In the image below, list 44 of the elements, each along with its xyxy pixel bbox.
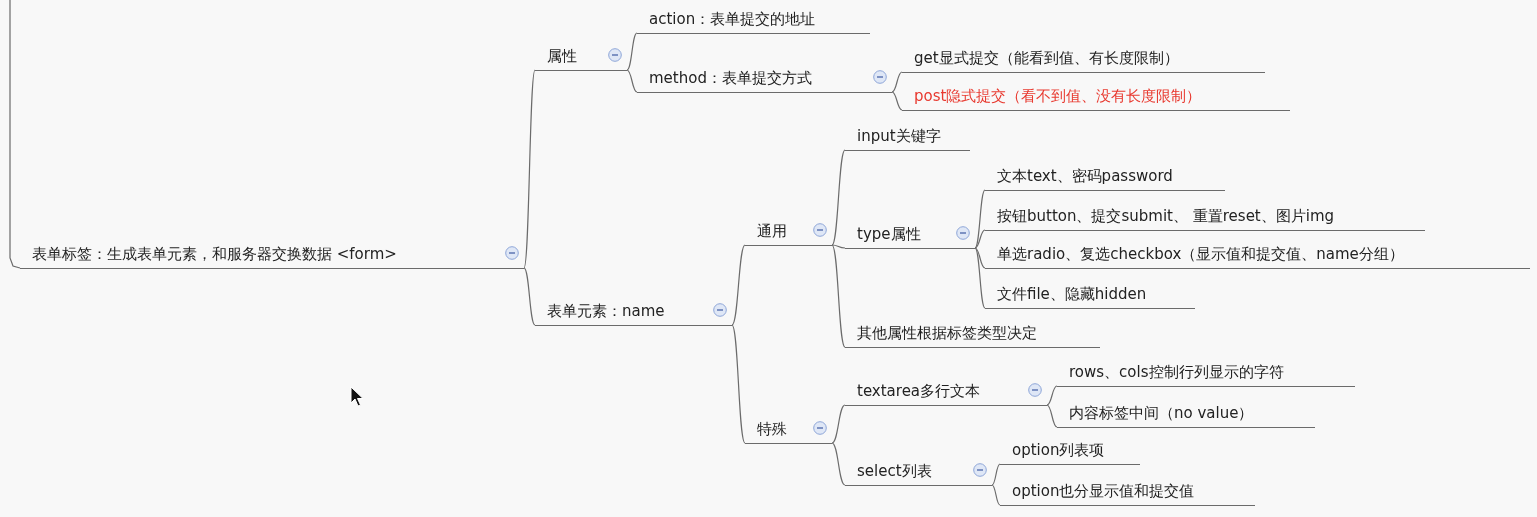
connector-line — [1046, 404, 1058, 428]
topic-text: 文本text、密码password — [997, 167, 1173, 185]
topic-text: option列表项 — [1012, 441, 1105, 459]
connector-line — [891, 71, 903, 93]
connector-line — [831, 244, 846, 249]
topic-text: post隐式提交（看不到值、没有长度限制） — [914, 87, 1202, 105]
connector-line — [891, 91, 903, 111]
connector-line — [831, 244, 846, 348]
topic-text: 表单元素：name — [547, 302, 665, 320]
connector-line — [974, 247, 986, 269]
connector-line — [831, 442, 846, 486]
topic-text: get显式提交（能看到值、有长度限制） — [914, 49, 1179, 67]
connector-line — [1046, 385, 1058, 406]
connector-line — [974, 189, 986, 249]
connector-line — [991, 463, 1001, 486]
topic-text: action：表单提交的地址 — [649, 10, 816, 28]
topic-text: 表单标签：生成表单元素，和服务器交换数据 <form> — [32, 245, 397, 263]
connector-line — [974, 229, 986, 249]
topic-text: select列表 — [857, 462, 932, 480]
topic-text: 属性 — [547, 47, 577, 65]
topic-text: input关键字 — [857, 127, 941, 145]
connector-line — [731, 324, 746, 444]
connector-line — [831, 404, 846, 444]
connector-line — [523, 267, 536, 326]
topic-text: 其他属性根据标签类型决定 — [857, 324, 1037, 342]
topic-text: type属性 — [857, 225, 921, 243]
topic-text: rows、cols控制行列显示的字符 — [1069, 363, 1284, 381]
connector-line — [831, 149, 846, 246]
topic-text: 特殊 — [757, 420, 787, 438]
topic-text: 通用 — [757, 222, 787, 240]
connector-line — [626, 32, 638, 71]
connector-line — [626, 69, 638, 93]
topic-text: 文件file、隐藏hidden — [997, 285, 1147, 303]
connector-line — [9, 0, 21, 269]
connector-line — [991, 484, 1001, 506]
topic-text: 内容标签中间（no value） — [1069, 404, 1254, 422]
topic-text: option也分显示值和提交值 — [1012, 482, 1195, 500]
connector-line — [974, 247, 986, 309]
connector-line — [523, 69, 536, 269]
topic-text: textarea多行文本 — [857, 382, 981, 400]
topic-text: 按钮button、提交submit、 重置reset、图片img — [997, 207, 1335, 225]
connector-line — [731, 244, 746, 326]
topic-text: method：表单提交方式 — [649, 69, 812, 87]
topic-text: 单选radio、复选checkbox（显示值和提交值、name分组） — [997, 245, 1404, 263]
